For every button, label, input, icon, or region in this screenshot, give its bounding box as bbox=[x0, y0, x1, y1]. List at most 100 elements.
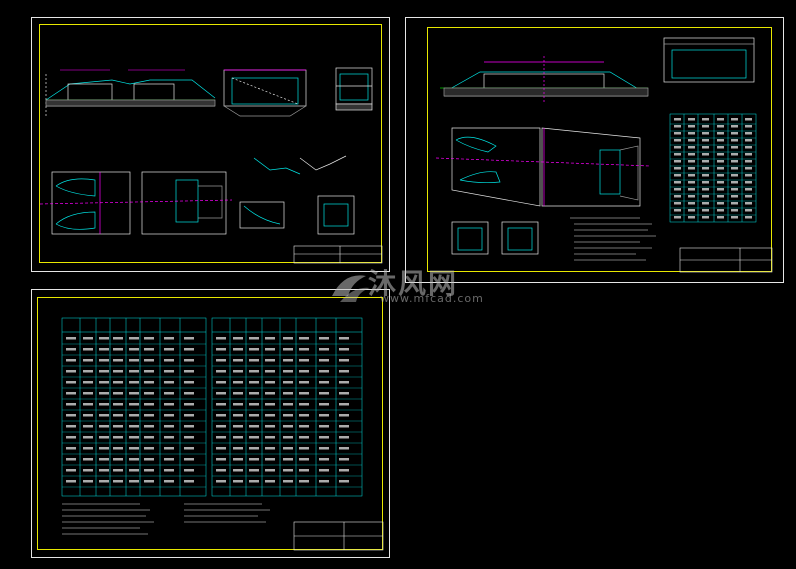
cad-text-mark bbox=[233, 359, 243, 362]
cad-text-mark bbox=[113, 403, 123, 406]
cad-text-mark bbox=[66, 414, 76, 417]
cad-text-mark bbox=[702, 118, 709, 121]
cad-text-mark bbox=[83, 480, 93, 483]
cad-text-mark bbox=[129, 414, 139, 417]
cad-text-mark bbox=[299, 469, 309, 472]
cad-text-mark bbox=[113, 337, 123, 340]
cad-text-mark bbox=[702, 188, 709, 191]
cad-text-mark bbox=[184, 436, 194, 439]
cad-text-mark bbox=[319, 348, 329, 351]
cad-text-mark bbox=[319, 480, 329, 483]
cad-text-mark bbox=[66, 458, 76, 461]
cad-text-mark bbox=[339, 469, 349, 472]
cad-text-mark bbox=[688, 216, 695, 219]
cad-text-mark bbox=[688, 118, 695, 121]
cad-text-mark bbox=[339, 458, 349, 461]
cad-text-mark bbox=[319, 447, 329, 450]
cad-text-mark bbox=[702, 153, 709, 156]
elevation-view-left bbox=[45, 69, 216, 118]
drawing-frame-bottom-left bbox=[37, 297, 383, 550]
cad-text-mark bbox=[233, 469, 243, 472]
cad-text-mark bbox=[688, 195, 695, 198]
cad-text-mark bbox=[66, 359, 76, 362]
wind-logo-icon bbox=[332, 275, 370, 302]
cad-text-mark bbox=[319, 370, 329, 373]
section-view-left bbox=[223, 69, 307, 117]
cad-text-mark bbox=[184, 370, 194, 373]
cad-text-mark bbox=[717, 209, 724, 212]
cad-text-mark bbox=[216, 337, 226, 340]
cad-text-mark bbox=[66, 425, 76, 428]
cad-text-mark bbox=[745, 188, 752, 191]
cad-text-mark bbox=[731, 202, 738, 205]
cad-text-mark bbox=[688, 153, 695, 156]
cad-text-mark bbox=[144, 458, 154, 461]
cad-text-mark bbox=[674, 181, 681, 184]
cad-text-mark bbox=[144, 436, 154, 439]
cad-text-mark bbox=[216, 403, 226, 406]
cad-text-mark bbox=[99, 447, 109, 450]
cad-text-mark bbox=[129, 425, 139, 428]
cad-text-mark bbox=[674, 209, 681, 212]
cad-text-mark bbox=[249, 425, 259, 428]
cad-text-mark bbox=[99, 458, 109, 461]
cad-text-mark bbox=[745, 174, 752, 177]
cad-text-mark bbox=[66, 392, 76, 395]
cad-text-mark bbox=[113, 370, 123, 373]
cad-text-mark bbox=[265, 458, 275, 461]
cad-text-mark bbox=[83, 458, 93, 461]
cad-text-mark bbox=[216, 381, 226, 384]
cad-text-mark bbox=[702, 167, 709, 170]
cad-text-mark bbox=[745, 202, 752, 205]
cad-text-mark bbox=[731, 118, 738, 121]
cad-text-mark bbox=[99, 359, 109, 362]
cad-text-mark bbox=[674, 118, 681, 121]
cad-text-mark bbox=[339, 348, 349, 351]
cad-text-mark bbox=[233, 392, 243, 395]
cad-text-mark bbox=[745, 209, 752, 212]
cad-text-mark bbox=[299, 392, 309, 395]
drawing-sheet-top-left bbox=[31, 17, 390, 272]
cross-sections-right bbox=[451, 221, 539, 255]
cad-text-mark bbox=[731, 160, 738, 163]
cad-text-mark bbox=[717, 216, 724, 219]
cad-text-mark bbox=[339, 447, 349, 450]
cad-text-mark bbox=[745, 139, 752, 142]
cad-text-mark bbox=[129, 381, 139, 384]
cad-text-mark bbox=[731, 174, 738, 177]
cad-text-mark bbox=[144, 370, 154, 373]
cad-text-mark bbox=[702, 202, 709, 205]
cad-text-mark bbox=[731, 209, 738, 212]
cad-text-mark bbox=[265, 359, 275, 362]
cad-text-mark bbox=[113, 458, 123, 461]
cad-text-mark bbox=[265, 414, 275, 417]
cad-text-mark bbox=[702, 146, 709, 149]
cad-text-mark bbox=[299, 348, 309, 351]
cad-text-mark bbox=[674, 195, 681, 198]
cad-text-mark bbox=[265, 403, 275, 406]
cad-text-mark bbox=[144, 469, 154, 472]
cad-text-mark bbox=[83, 370, 93, 373]
cad-text-mark bbox=[717, 195, 724, 198]
cad-text-mark bbox=[745, 146, 752, 149]
cad-text-mark bbox=[674, 146, 681, 149]
cad-text-mark bbox=[164, 480, 174, 483]
cad-text-mark bbox=[283, 425, 293, 428]
cad-text-mark bbox=[745, 153, 752, 156]
cad-text-mark bbox=[144, 392, 154, 395]
cad-text-mark bbox=[339, 480, 349, 483]
cad-text-mark bbox=[265, 337, 275, 340]
cad-text-mark bbox=[184, 359, 194, 362]
cad-text-mark bbox=[113, 436, 123, 439]
cad-text-mark bbox=[299, 436, 309, 439]
cad-text-mark bbox=[129, 359, 139, 362]
cad-text-mark bbox=[688, 181, 695, 184]
cad-text-mark bbox=[66, 381, 76, 384]
cad-text-mark bbox=[216, 480, 226, 483]
cad-text-mark bbox=[216, 359, 226, 362]
elevation-view-right bbox=[440, 56, 649, 104]
cad-text-mark bbox=[249, 447, 259, 450]
quantity-table-2 bbox=[211, 317, 363, 497]
cad-text-mark bbox=[717, 139, 724, 142]
cad-text-mark bbox=[717, 174, 724, 177]
